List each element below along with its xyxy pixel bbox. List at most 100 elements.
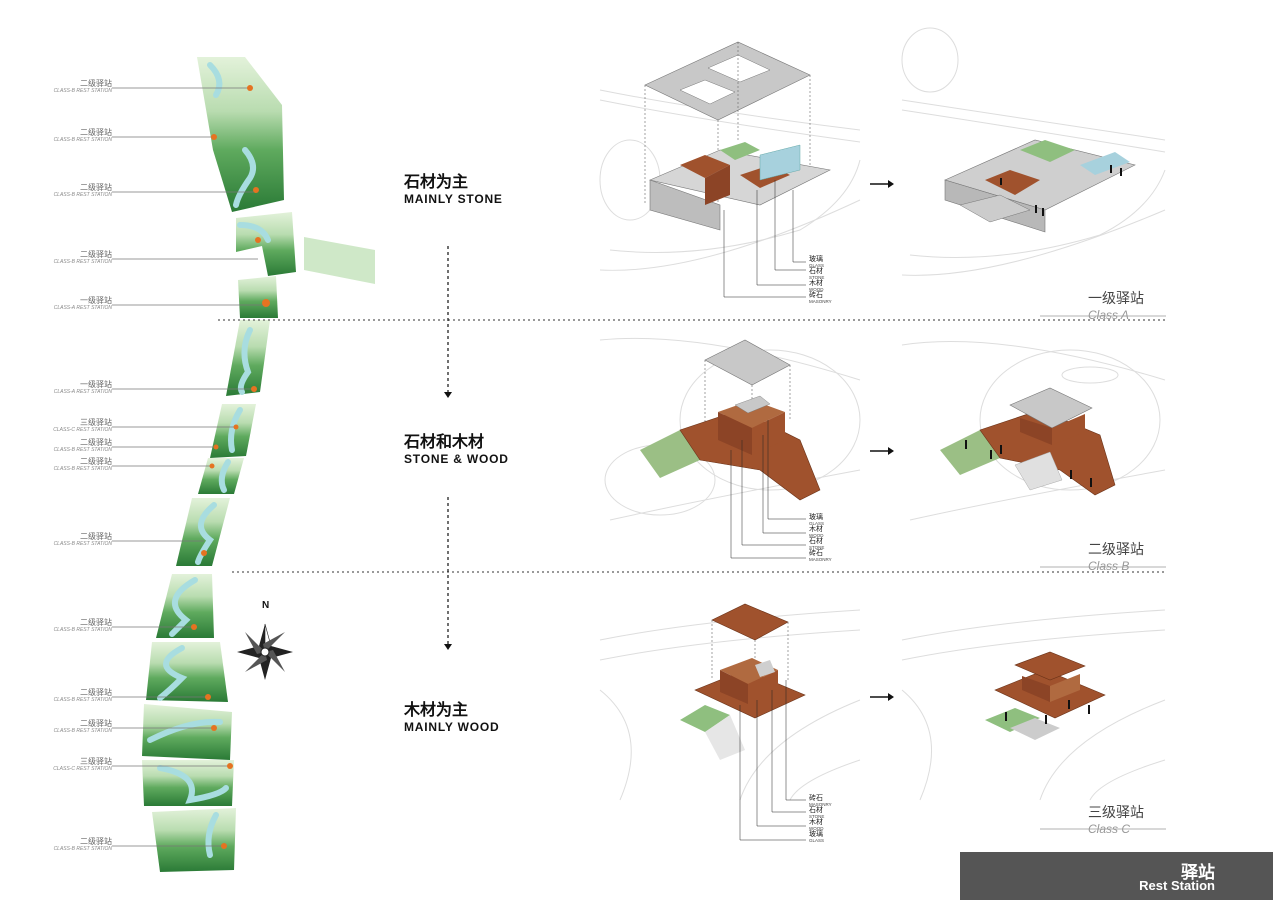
class-rules [1040, 315, 1166, 830]
material-cn: 玻璃 [809, 831, 823, 838]
station-label-en: CLASS-C REST STATION [53, 766, 112, 772]
station-label-cn: 二级驿站 [80, 457, 112, 466]
material-en: MASONRY [809, 299, 832, 304]
material-en: WOOD [809, 826, 824, 831]
station-callout: 二级驿站 CLASS-B REST STATION [0, 128, 112, 143]
material-en: GLASS [809, 521, 825, 526]
station-label-en: CLASS-B REST STATION [53, 137, 112, 143]
material-legend-row-1: 玻璃 GLASS 石材 STONE 木材 WOOD 砖石 MASONRY [809, 256, 832, 304]
material-en: MASONRY [809, 802, 832, 807]
station-label-en: CLASS-B REST STATION [53, 259, 112, 265]
row-heading-stone-wood: 石材和木材 STONE & WOOD [404, 428, 509, 466]
row-heading-stone: 石材为主 MAINLY STONE [404, 168, 503, 206]
map-tile [226, 320, 270, 396]
station-callout: 二级驿站 CLASS-B REST STATION [0, 79, 112, 94]
station-label-en: CLASS-B REST STATION [53, 728, 112, 734]
heading-cn: 石材和木材 [404, 434, 485, 451]
diagram-class-c-exploded [599, 603, 861, 841]
material-cn: 玻璃 [809, 514, 823, 521]
class-label-b: 二级驿站 Class B [1088, 539, 1144, 573]
station-label-en: CLASS-A REST STATION [53, 305, 112, 311]
material-cn: 玻璃 [809, 256, 823, 263]
material-en: STONE [809, 275, 825, 280]
transition-arrows [870, 183, 888, 698]
class-en: Class A [1088, 308, 1129, 322]
material-cn: 砖石 [809, 795, 823, 802]
station-label-en: CLASS-B REST STATION [53, 192, 112, 198]
diagram-class-b-assembled [901, 341, 1166, 521]
material-cn: 石材 [809, 807, 823, 814]
material-legend-row-3: 砖石 MASONRY 石材 STONE 木材 WOOD 玻璃 GLASS [809, 795, 832, 843]
material-en: GLASS [809, 838, 825, 843]
heading-cn: 石材为主 [404, 174, 469, 191]
map-tile [236, 212, 296, 276]
material-en: WOOD [809, 287, 824, 292]
station-label-en: CLASS-B REST STATION [53, 846, 112, 852]
station-label-cn: 一级驿站 [80, 296, 112, 305]
footer-title-en: Rest Station [1139, 878, 1215, 893]
map-tile [304, 237, 375, 284]
compass-north-label: N [262, 600, 270, 611]
row-heading-wood: 木材为主 MAINLY WOOD [404, 696, 499, 734]
station-label-cn: 三级驿站 [80, 418, 112, 427]
station-markers [191, 85, 270, 849]
station-label-cn: 二级驿站 [80, 837, 112, 846]
material-cn: 砖石 [809, 550, 823, 557]
station-label-cn: 二级驿站 [80, 250, 112, 259]
station-label-cn: 二级驿站 [80, 532, 112, 541]
map-tile [152, 808, 236, 872]
station-label-cn: 二级驿站 [80, 128, 112, 137]
material-cn: 砖石 [809, 292, 823, 299]
station-callout: 三级驿站 CLASS-C REST STATION [0, 418, 112, 433]
material-legend-row-2: 玻璃 GLASS 木材 WOOD 石材 STONE 砖石 MASONRY [809, 514, 832, 562]
map-tile [146, 642, 228, 702]
station-label-en: CLASS-B REST STATION [53, 541, 112, 547]
station-callout: 三级驿站 CLASS-C REST STATION [0, 757, 112, 772]
footer-band [960, 852, 1273, 900]
station-label-cn: 二级驿站 [80, 688, 112, 697]
class-en: Class B [1088, 559, 1130, 573]
material-en: WOOD [809, 533, 824, 538]
station-callout: 二级驿站 CLASS-B REST STATION [0, 532, 112, 547]
map-tile [238, 276, 278, 318]
diagram-class-a-assembled [901, 27, 1166, 276]
station-label-en: CLASS-A REST STATION [53, 389, 112, 395]
class-label-a: 一级驿站 Class A [1088, 288, 1144, 322]
station-callout: 二级驿站 CLASS-B REST STATION [0, 688, 112, 703]
arrow-head [444, 392, 452, 398]
station-label-cn: 二级驿站 [80, 719, 112, 728]
river [147, 62, 271, 858]
material-en: GLASS [809, 263, 825, 268]
diagram-class-b-exploded [599, 337, 861, 559]
heading-en: MAINLY STONE [404, 192, 503, 206]
material-en: STONE [809, 814, 825, 819]
material-cn: 石材 [809, 538, 823, 545]
row-separators [218, 319, 1165, 573]
station-callout: 二级驿站 CLASS-B REST STATION [0, 183, 112, 198]
material-cn: 木材 [809, 526, 823, 533]
heading-cn: 木材为主 [404, 702, 469, 719]
station-leaders [112, 87, 266, 847]
footer-title-cn: 驿站 [1181, 863, 1215, 882]
station-callout: 二级驿站 CLASS-B REST STATION [0, 250, 112, 265]
station-callout: 一级驿站 CLASS-A REST STATION [0, 296, 112, 311]
station-label-en: CLASS-C REST STATION [53, 427, 112, 433]
station-callout: 一级驿站 CLASS-A REST STATION [0, 380, 112, 395]
class-label-c: 三级驿站 Class C [1088, 802, 1144, 836]
station-label-cn: 二级驿站 [80, 183, 112, 192]
station-callout: 二级驿站 CLASS-B REST STATION [0, 618, 112, 633]
station-label-cn: 二级驿站 [80, 79, 112, 88]
material-cn: 木材 [809, 819, 823, 826]
station-label-en: CLASS-B REST STATION [53, 697, 112, 703]
station-label-cn: 二级驿站 [80, 438, 112, 447]
station-label-en: CLASS-B REST STATION [53, 447, 112, 453]
site-map [142, 57, 375, 872]
station-callout: 二级驿站 CLASS-B REST STATION [0, 837, 112, 852]
station-label-cn: 二级驿站 [80, 618, 112, 627]
heading-en: MAINLY WOOD [404, 720, 500, 734]
material-cn: 石材 [809, 268, 823, 275]
station-label-cn: 三级驿站 [80, 757, 112, 766]
class-cn: 三级驿站 [1088, 804, 1144, 820]
